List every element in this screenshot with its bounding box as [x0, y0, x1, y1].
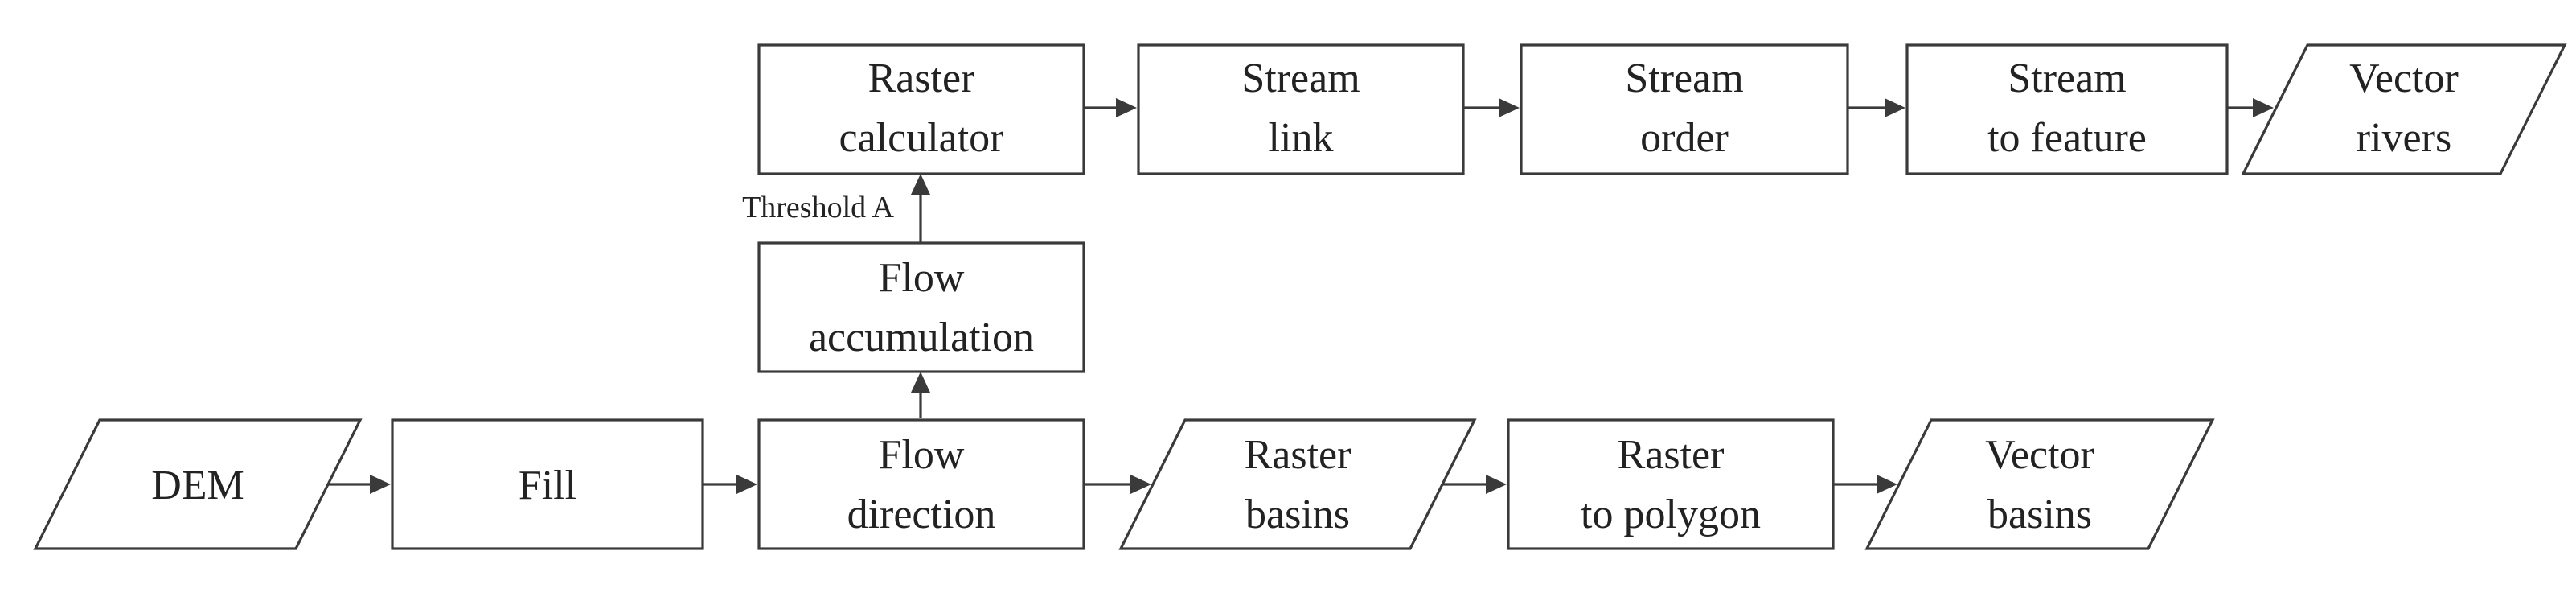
node-stream-order-line2: order — [1640, 115, 1729, 161]
node-dem-label: DEM — [151, 463, 244, 508]
node-stream-link-line1: Stream — [1241, 56, 1360, 101]
arrowhead-icon — [736, 475, 757, 494]
arrowhead-icon — [1499, 98, 1520, 117]
node-stream-order-line1: Stream — [1625, 56, 1743, 101]
node-vector-basins-line2: basins — [1987, 492, 2092, 537]
node-raster-calculator: Raster calculator — [757, 43, 1085, 175]
node-stream-to-feature-line1: Stream — [2008, 56, 2126, 101]
node-flow-direction: Flow direction — [757, 418, 1085, 550]
arrowhead-icon — [1885, 98, 1905, 117]
node-dem: DEM — [33, 418, 363, 550]
node-stream-link-line2: link — [1269, 115, 1334, 161]
node-raster-to-polygon-line1: Raster — [1618, 432, 1725, 478]
node-stream-order: Stream order — [1520, 43, 1849, 175]
node-flow-direction-line2: direction — [847, 492, 996, 537]
arrowhead-icon — [1486, 475, 1507, 494]
node-raster-basins-line2: basins — [1245, 492, 1350, 537]
node-flow-accumulation-line1: Flow — [879, 255, 965, 301]
arrowhead-icon — [911, 174, 930, 195]
node-raster-to-polygon: Raster to polygon — [1507, 418, 1835, 550]
node-vector-rivers-line2: rivers — [2357, 115, 2451, 161]
arrowhead-icon — [2253, 98, 2274, 117]
node-raster-calculator-line2: calculator — [839, 115, 1004, 161]
node-flow-accumulation: Flow accumulation — [757, 241, 1085, 373]
node-stream-to-feature: Stream to feature — [1905, 43, 2229, 175]
node-vector-basins-line1: Vector — [1985, 432, 2094, 478]
node-fill: Fill — [391, 418, 704, 550]
arrowhead-icon — [1877, 475, 1897, 494]
connectors — [328, 98, 2274, 494]
node-fill-label: Fill — [519, 463, 576, 508]
node-vector-rivers: Vector rivers — [2241, 43, 2567, 175]
node-vector-rivers-line1: Vector — [2349, 56, 2459, 101]
node-flow-direction-line1: Flow — [879, 432, 965, 478]
node-stream-to-feature-line2: to feature — [1987, 115, 2147, 161]
node-flow-accumulation-line2: accumulation — [809, 315, 1034, 360]
node-vector-basins: Vector basins — [1864, 418, 2215, 550]
node-raster-basins-line1: Raster — [1245, 432, 1352, 478]
node-raster-basins: Raster basins — [1118, 418, 1477, 550]
arrowhead-icon — [1130, 475, 1151, 494]
node-raster-calculator-line1: Raster — [868, 56, 975, 101]
node-raster-to-polygon-line2: to polygon — [1581, 492, 1761, 537]
arrowhead-icon — [370, 475, 391, 494]
threshold-label: Threshold A — [742, 191, 894, 224]
node-stream-link: Stream link — [1137, 43, 1465, 175]
arrowhead-icon — [1116, 98, 1137, 117]
arrowhead-icon — [911, 372, 930, 393]
